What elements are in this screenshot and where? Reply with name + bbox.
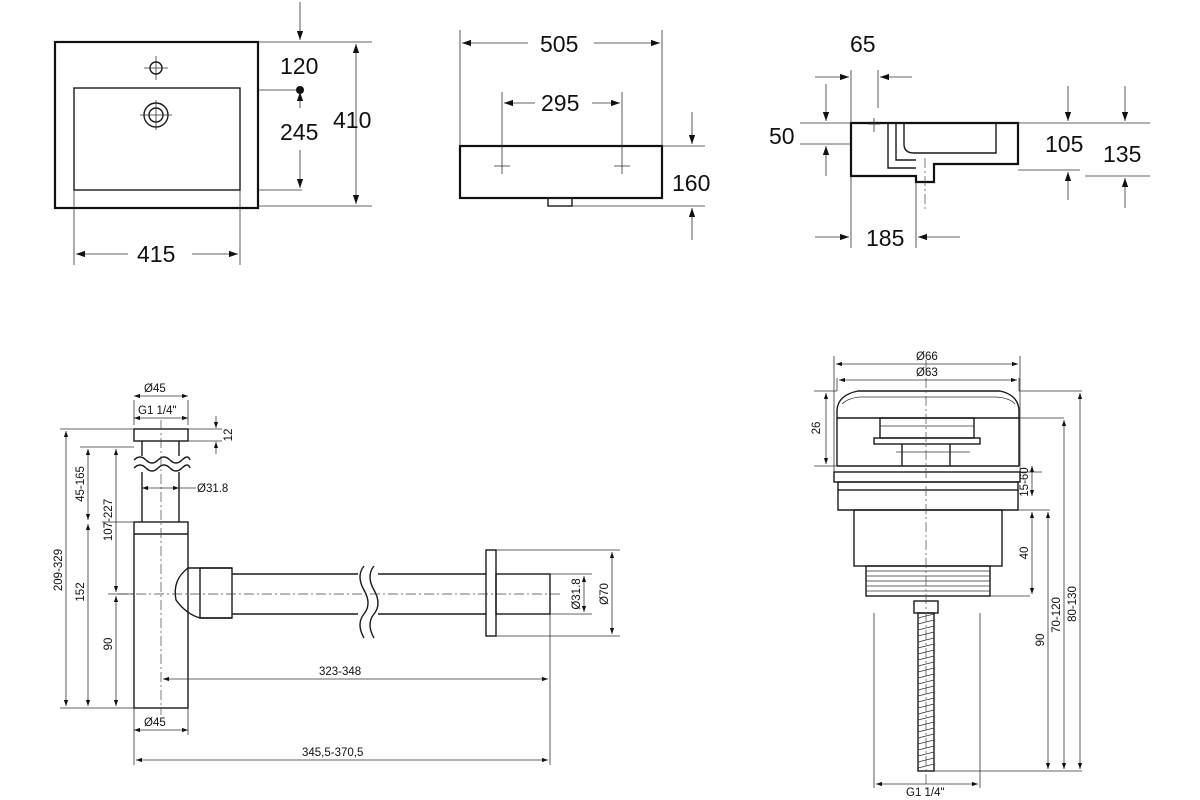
dim-drain-offset: 245	[280, 119, 318, 145]
dim-valve-cap-height: 26	[811, 422, 823, 435]
dim-siphon-bottom-diameter: Ø45	[144, 717, 166, 729]
drain-outlet	[547, 197, 573, 207]
valve-flange	[833, 471, 1021, 483]
dim-valve-thread-height: 90	[1035, 634, 1047, 647]
valve-thread	[865, 565, 991, 597]
dim-valve-outer-diameter: Ø66	[916, 351, 938, 363]
dim-side-drain-offset: 185	[866, 225, 904, 251]
mount-hole-left-icon	[494, 158, 510, 174]
dim-basin-width: 415	[137, 241, 175, 267]
dim-siphon-middle-range: 107-227	[103, 499, 115, 541]
dim-tap-offset: 120	[280, 53, 318, 79]
drain-hole-icon	[140, 100, 172, 130]
dim-siphon-total-range: 209-329	[53, 549, 65, 591]
dim-siphon-thread: G1 1/4"	[138, 405, 177, 417]
dim-valve-range-2: 80-130	[1067, 586, 1079, 622]
side-outline	[849, 121, 1020, 184]
dim-valve-adjust-range: 15-60	[1019, 467, 1031, 496]
front-outline	[458, 144, 664, 200]
dim-side-total-height: 135	[1103, 141, 1141, 167]
siphon-flange	[485, 549, 497, 637]
dim-valve-body-height: 40	[1019, 547, 1031, 560]
basin-front-view: 505 295 160	[458, 30, 710, 240]
dim-valve-range-1: 70-120	[1051, 597, 1063, 633]
dim-siphon-outlet-diameter: Ø31.8	[571, 578, 583, 609]
dim-siphon-pipe-diameter: Ø31.8	[197, 483, 228, 495]
siphon-drawing: Ø45 G1 1/4" 12 Ø31.8 209-329 45-165 152 …	[53, 383, 620, 765]
dim-hole-spacing: 295	[541, 90, 579, 116]
valve-cap	[836, 390, 1020, 419]
dim-side-top-offset: 65	[850, 31, 876, 57]
dim-side-inner-depth: 105	[1045, 131, 1083, 157]
dim-valve-thread: G1 1/4"	[906, 787, 945, 799]
tap-hole-icon	[144, 56, 168, 80]
mount-hole-right-icon	[614, 158, 630, 174]
basin-top-view: 410 120 245 415	[53, 2, 372, 267]
dim-siphon-cap-height: 12	[223, 429, 235, 442]
dim-front-width: 505	[540, 31, 578, 57]
dim-valve-cap-diameter: Ø63	[916, 367, 938, 379]
dim-siphon-total-length: 345,5-370,5	[302, 747, 363, 759]
dim-siphon-body-height: 152	[75, 582, 87, 601]
dim-siphon-horizontal-range: 323-348	[319, 666, 361, 678]
drain-valve-drawing: Ø66 Ø63 26 15-60 40 90 70-120 80-130 G1 …	[811, 351, 1083, 799]
dim-siphon-top-diameter: Ø45	[144, 383, 166, 395]
dim-basin-height: 410	[333, 107, 371, 133]
dim-front-height: 160	[672, 170, 710, 196]
dim-siphon-flange-diameter: Ø70	[599, 583, 611, 605]
valve-body	[853, 509, 1003, 567]
dim-siphon-outlet-height: 90	[103, 638, 115, 651]
dim-siphon-upper-range: 45-165	[75, 466, 87, 502]
dim-side-rim-height: 50	[769, 123, 795, 149]
basin-side-view: 65 50 105 135 185	[769, 31, 1150, 251]
basin-bowl	[73, 87, 241, 191]
basin-outline	[53, 40, 260, 210]
